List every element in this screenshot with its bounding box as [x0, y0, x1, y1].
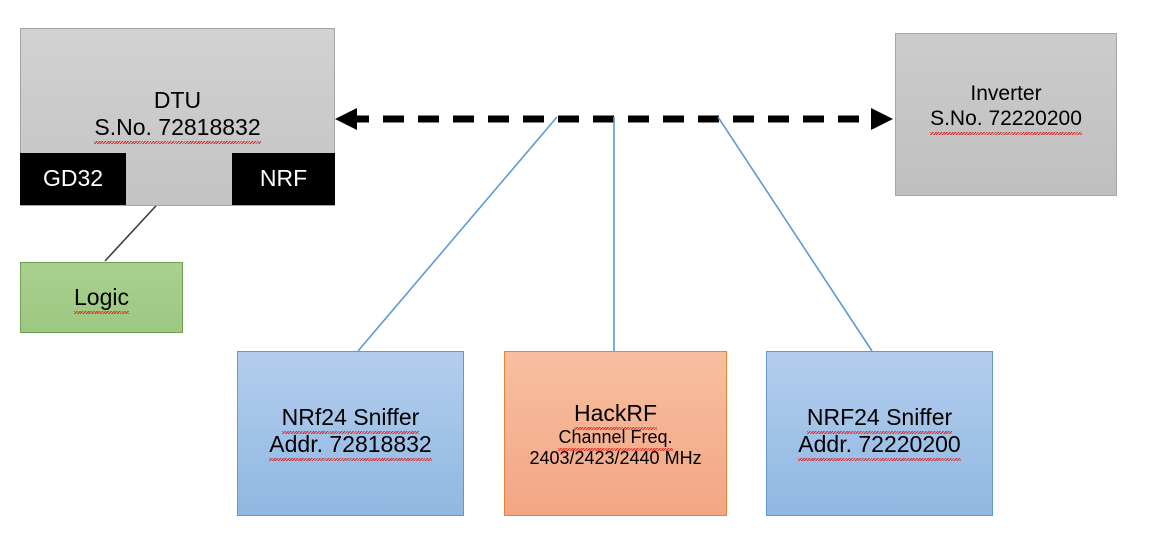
dtu-serial: S.No. 72818832: [94, 114, 261, 145]
sniffer-right-title: NRF24 Sniffer: [806, 404, 953, 435]
nrf-label: NRF: [259, 165, 308, 192]
sniffer-right-address: Addr. 72220200: [798, 431, 962, 462]
node-sniffer-right[interactable]: NRF24 Sniffer Addr. 72220200: [766, 351, 993, 516]
sniffer-left-address: Addr. 72818832: [269, 431, 433, 462]
connector-tap-sniffer-right: [717, 116, 873, 352]
node-logic-analyzer[interactable]: Logic: [20, 262, 183, 333]
logic-label: Logic: [74, 283, 129, 315]
node-sniffer-left[interactable]: NRf24 Sniffer Addr. 72818832: [237, 351, 464, 516]
sniffer-left-title: NRf24 Sniffer: [281, 404, 420, 435]
dtu-title: DTU: [153, 87, 202, 113]
connector-tap-sniffer-left: [357, 116, 558, 352]
hackrf-frequencies: 2403/2423/2440 MHz: [529, 448, 702, 469]
hackrf-title: HackRF: [573, 400, 658, 431]
node-hackrf[interactable]: HackRF Channel Freq. 2403/2423/2440 MHz: [504, 351, 727, 516]
node-inverter[interactable]: Inverter S.No. 72220200: [895, 33, 1117, 196]
inverter-title: Inverter: [970, 82, 1042, 105]
node-gd32-chip[interactable]: GD32: [20, 153, 126, 205]
node-nrf-chip[interactable]: NRF: [232, 153, 335, 205]
gd32-label: GD32: [42, 165, 104, 192]
connector-dtu-inverter-rf: [335, 108, 893, 130]
inverter-serial: S.No. 72220200: [930, 106, 1082, 135]
hackrf-channel-label: Channel Freq.: [558, 427, 673, 452]
